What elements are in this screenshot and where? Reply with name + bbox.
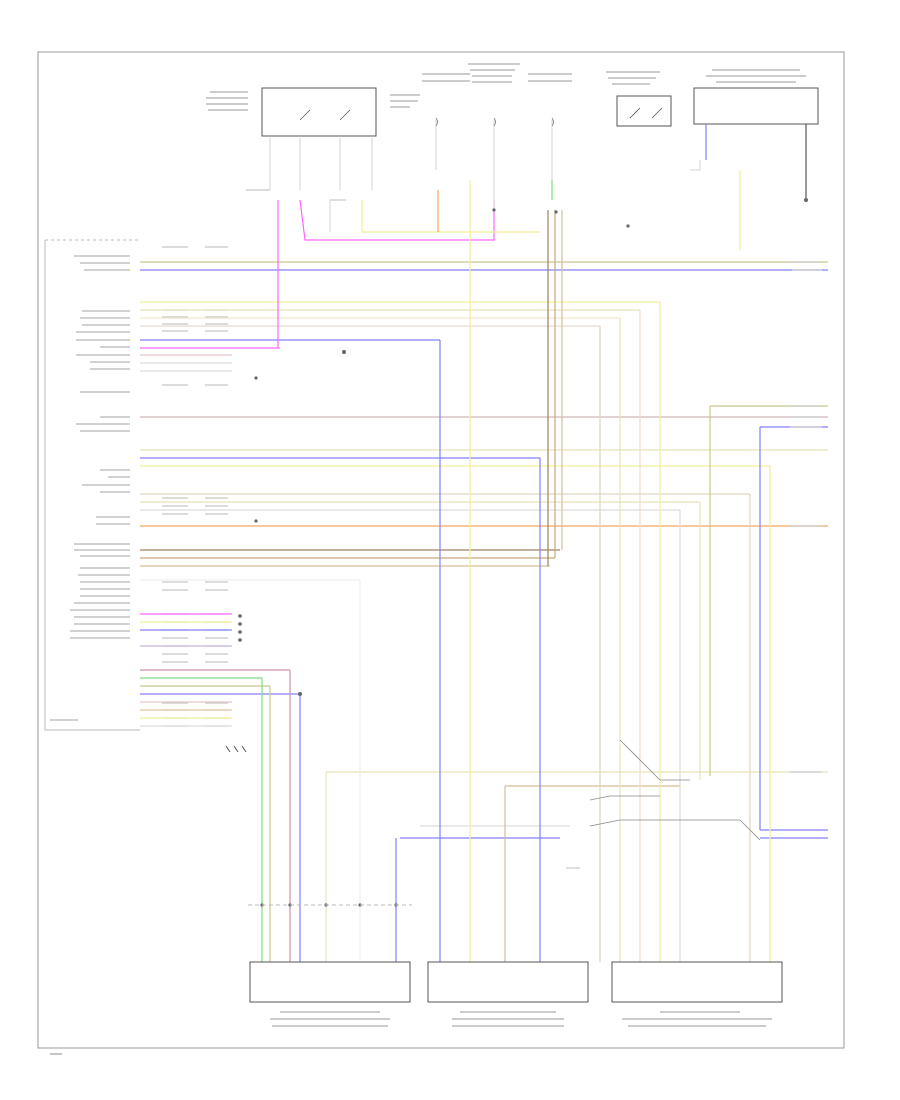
connector-dot-icon	[238, 198, 808, 907]
center-actuator-box	[427, 961, 589, 1003]
switch-symbol-icon	[299, 107, 663, 121]
battery-junction-box	[261, 87, 377, 137]
vertical-wires	[261, 120, 807, 962]
hvac-module-bracket	[44, 240, 140, 731]
ground-symbol-icon	[225, 745, 247, 753]
wire-callout-marks	[246, 189, 822, 869]
fuse-symbol-icon	[435, 117, 554, 127]
left-actuator-box	[249, 961, 411, 1003]
top-label-marks	[206, 63, 806, 111]
horizontal-wires	[140, 261, 828, 839]
front-seat-switch-box	[616, 95, 672, 127]
leader-lines	[589, 739, 761, 841]
pin-code-marks	[162, 246, 228, 727]
left-pin-label-marks	[50, 255, 130, 721]
actuator-label-marks	[270, 1011, 772, 1027]
diagram-frame	[37, 51, 845, 1049]
right-actuator-box	[611, 961, 783, 1003]
driver-door-module-box	[693, 87, 819, 125]
